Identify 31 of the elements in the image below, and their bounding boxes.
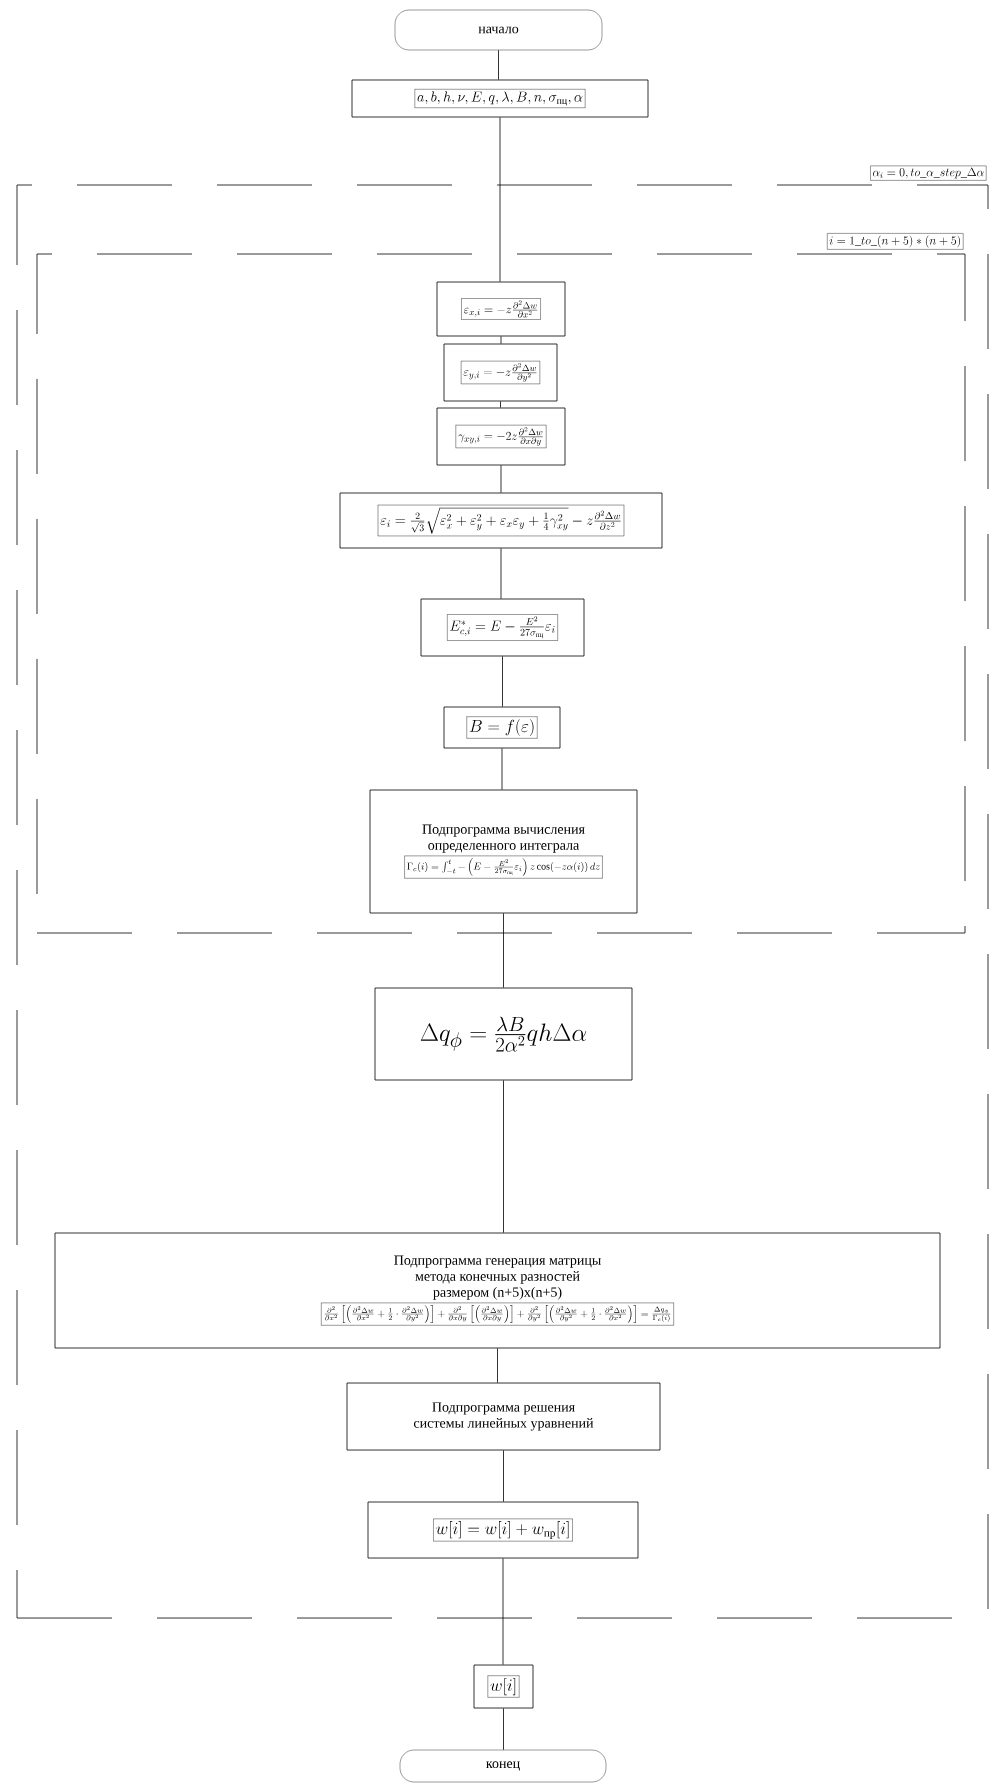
flow-line (500, 465, 502, 493)
flow-line (499, 117, 501, 282)
process-box: $\varepsilon_{x,i}=-z\frac{\partial^2\Delta w}{\partial x^2}$ (436, 281, 566, 337)
process-box: $\varepsilon_i=\frac{2}{\sqrt{3}}\sqrt{\varepsilon_x^2+\varepsilon_y^2+\varepsilon_x\varepsilon_y+\frac{1}{4}\gamma_{xy}^2}-z\frac{\partial^2\Delta w}{\partial z^2}$ (339, 492, 663, 549)
flow-line (497, 1348, 498, 1383)
subroutine-box: Подпрограмма генерация матрицы метода конечных разностей размером (n+5)x(n+5) $\frac{\partial^2}{\partial x^2}\left[\left(\frac{\partial^2\Delta w}{\partial x^2}+\frac{1}{2}\cdot\frac{\partial^2\Delta w}{\partial y^2}\right)\right]+\frac{\partial^2}{\partial x\partial y}\left[\left(\frac{\partial^2\Delta w}{\partial x\partial y}\right)\right]+\frac{\partial^2}{\partial y^2}\left[\left(\frac{\partial^2\Delta w}{\partial y^2}+\frac{1}{2}\cdot\frac{\partial^2\Delta w}{\partial x^2}\right)\right]=\frac{\Delta q_{\phi}}{\Gamma_c(i)}$ (54, 1232, 941, 1349)
flow-line (500, 548, 502, 599)
process-box: $\varepsilon_{y,i}=-z\frac{\partial^2\Delta w}{\partial y^2}$ (443, 343, 558, 402)
process-box: $w[i]=w[i]+w_{\text{пр}}[i]$ (367, 1501, 639, 1559)
flow-line (498, 49, 499, 80)
start-terminal: начало (394, 9, 603, 51)
flow-line (503, 1708, 504, 1751)
subroutine-box: Подпрограмма решения системы линейных уравнений (346, 1382, 661, 1451)
process-box: $\Delta q_{\phi}=\frac{\lambda B}{2\alpha^2}qh\Delta\alpha$ (374, 987, 633, 1081)
flow-line (500, 401, 501, 408)
node-label: $i=1\_to\_(n+5)*(n+5)$ (829, 235, 961, 248)
subroutine-box: Подпрограмма вычисления определенного интеграла $\Gamma_c(i)=\int_{-t}^{t}-\left(E-\frac{E^2}{27\sigma_{\text{пц}}}\varepsilon_i\right)z\cos(-z\alpha(i))\,dz$ (369, 789, 638, 914)
flow-line (502, 1558, 504, 1665)
process-box: $B=f(\varepsilon)$ (443, 706, 561, 749)
node-label: $\alpha_i=0,to\_\alpha\_step\_\Delta\alpha$ (872, 167, 984, 179)
flow-line (503, 913, 504, 988)
flow-line (502, 656, 503, 707)
flow-line (503, 1080, 504, 1233)
process-box: $E^{*}_{c,i}=E-\frac{E^2}{27\sigma_{\text{пц}}}\varepsilon_i$ (420, 598, 585, 657)
input-box: $a,b,h,\nu,E,q,\lambda,B,n,\sigma_{\text{пц}},\alpha$ (351, 79, 649, 118)
flow-line (503, 1450, 504, 1502)
end-terminal: конец (399, 1749, 607, 1783)
output-box: $w[i]$ (473, 1664, 534, 1709)
flow-line (501, 748, 503, 790)
process-box: $\gamma_{xy,i}=-2z\frac{\partial^2\Delta w}{\partial x\partial y}$ (436, 407, 566, 466)
flow-line (500, 336, 502, 344)
